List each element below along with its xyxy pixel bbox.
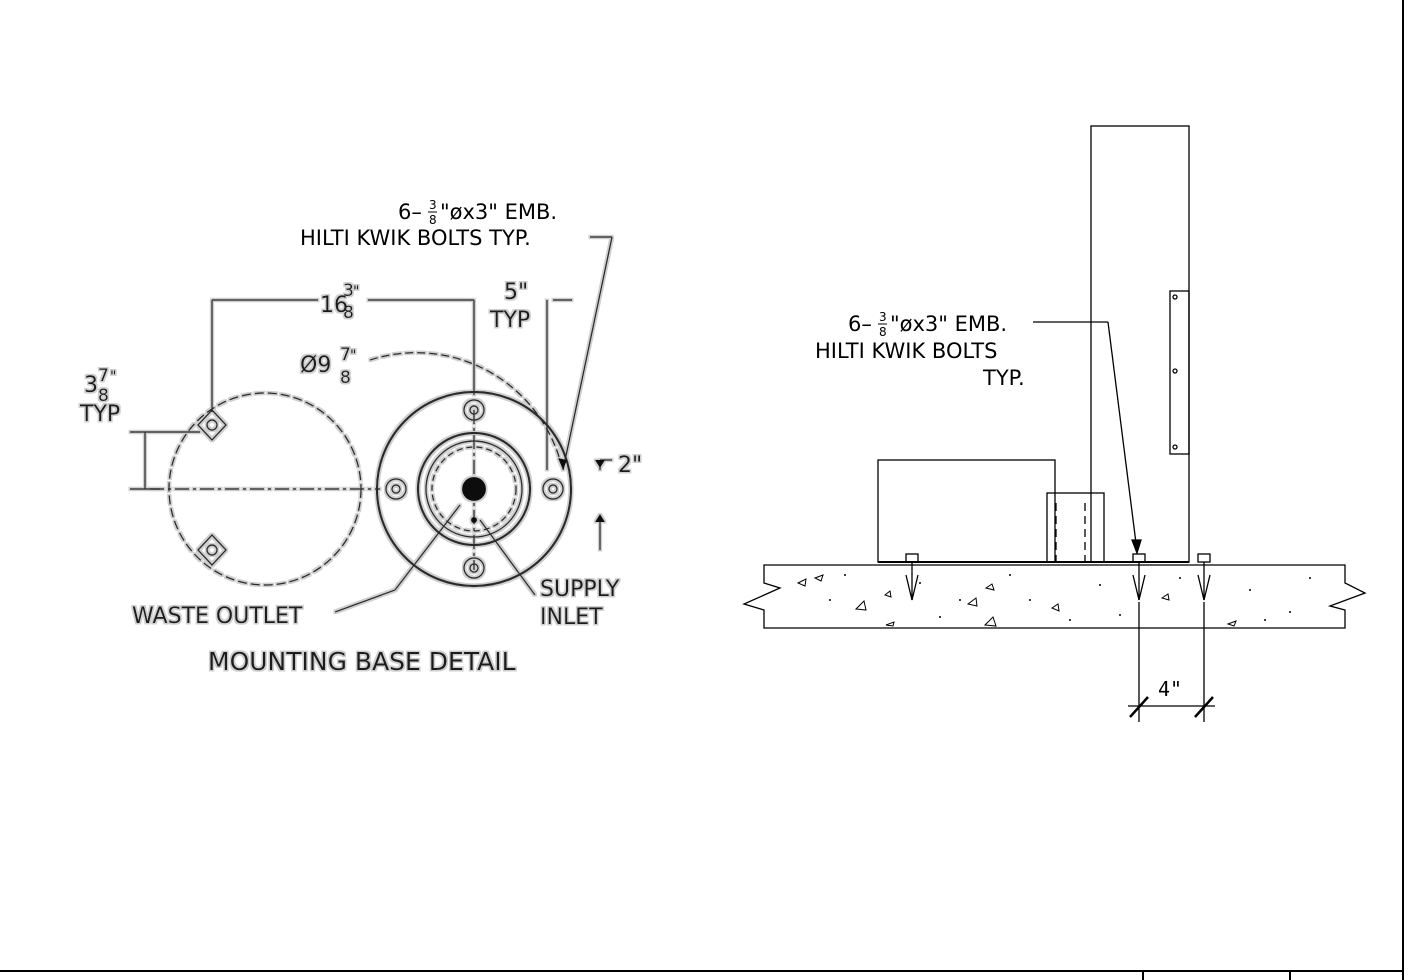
anchor-bolt-symbol [385,478,407,500]
svg-text:HILTI KWIK BOLTS: HILTI KWIK BOLTS [815,339,997,363]
label-supply-inlet: SUPPLY [540,577,620,602]
detail-title: MOUNTING BASE DETAIL [208,647,516,676]
elevation-view [742,125,1367,722]
elevation-anchor-note: 6– 3 8 "øx3" EMB. HILTI KWIK BOLTS TYP. [815,310,1025,390]
anchor-bolt-elevation [1132,553,1146,601]
plan-dim-diameter: Ø9 [300,353,331,378]
anchor-bolt-symbol [197,533,227,567]
svg-text:": " [350,348,356,364]
anchor-bolt-elevation [905,553,919,601]
svg-text:TYP: TYP [489,308,530,333]
plan-dim-offset: 5" [504,280,528,305]
svg-text:8: 8 [340,368,351,388]
svg-text:3: 3 [429,198,437,212]
anchor-bolt-symbol [542,478,564,500]
svg-text:8: 8 [98,386,109,406]
supply-inlet-dot [462,477,486,501]
svg-text:TYP.: TYP. [982,366,1025,390]
svg-text:6–: 6– [398,200,422,224]
plan-dim-side: 3 [84,373,98,398]
svg-text:3: 3 [879,310,887,324]
basin-housing [877,459,1056,563]
plan-dim-width: 16 [320,293,348,318]
svg-text:"øx3" EMB.: "øx3" EMB. [890,312,1007,336]
svg-text:INLET: INLET [540,605,603,630]
plan-anchor-note: 6– 3 8 "øx3" EMB. HILTI KWIK BOLTS TYP. [300,198,557,250]
anchor-bolt-symbol [463,557,485,579]
svg-text:8: 8 [429,213,437,227]
elevation-dim-spacing: 4" [1158,677,1182,701]
svg-text:7: 7 [340,345,351,365]
anchor-bolt-elevation [1197,553,1211,601]
svg-text:HILTI KWIK BOLTS TYP.: HILTI KWIK BOLTS TYP. [300,226,531,250]
side-panel [1169,290,1190,455]
svg-text:6–: 6– [848,312,872,336]
anchor-bolt-symbol [197,408,227,442]
svg-text:7: 7 [98,366,109,386]
svg-text:3: 3 [343,281,354,301]
concrete-slab [742,564,1367,629]
plan-dim-small: 2" [618,453,642,478]
svg-text:8: 8 [343,303,354,323]
svg-text:TYP: TYP [79,402,120,427]
svg-text:8: 8 [879,325,887,339]
anchor-bolt-symbol [463,399,485,421]
label-waste-outlet: WASTE OUTLET [132,604,303,629]
mounting-base-plan: 16 3 8 " 5" TYP Ø9 7 8 " 3 7 8 " TYP 2" … [79,236,642,676]
fixture-pedestal [1090,125,1190,563]
svg-text:"øx3" EMB.: "øx3" EMB. [440,200,557,224]
svg-text:": " [353,284,359,300]
svg-text:": " [110,369,116,385]
